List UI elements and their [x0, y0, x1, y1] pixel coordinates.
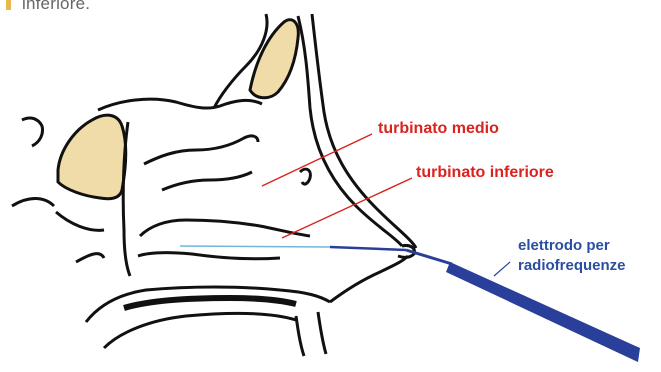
electrode-shaft-thin	[330, 247, 406, 250]
pointer-line-elettrodo	[494, 262, 510, 276]
label-turbinato-inferiore: turbinato inferiore	[416, 164, 554, 182]
frontal-sinus	[250, 20, 298, 98]
nasal-cavity-outline	[123, 122, 130, 276]
electrode-handle	[446, 262, 640, 362]
cavity-roof	[98, 99, 262, 110]
electrode-shaft	[406, 250, 452, 264]
pointer-line-turbinato-inferiore	[282, 178, 412, 238]
label-elettrodo-line1: elettrodo per	[518, 236, 610, 256]
hard-palate	[124, 298, 296, 308]
label-elettrodo-line2: radiofrequenze	[518, 256, 626, 276]
label-turbinato-medio: turbinato medio	[378, 120, 499, 138]
inferior-turbinate	[138, 220, 310, 259]
maxillary-sinus	[58, 115, 126, 199]
upper-lip-teeth	[296, 256, 408, 356]
turbinate-hook	[300, 169, 310, 184]
electrode-tip	[180, 246, 330, 247]
middle-turbinate	[144, 136, 258, 190]
